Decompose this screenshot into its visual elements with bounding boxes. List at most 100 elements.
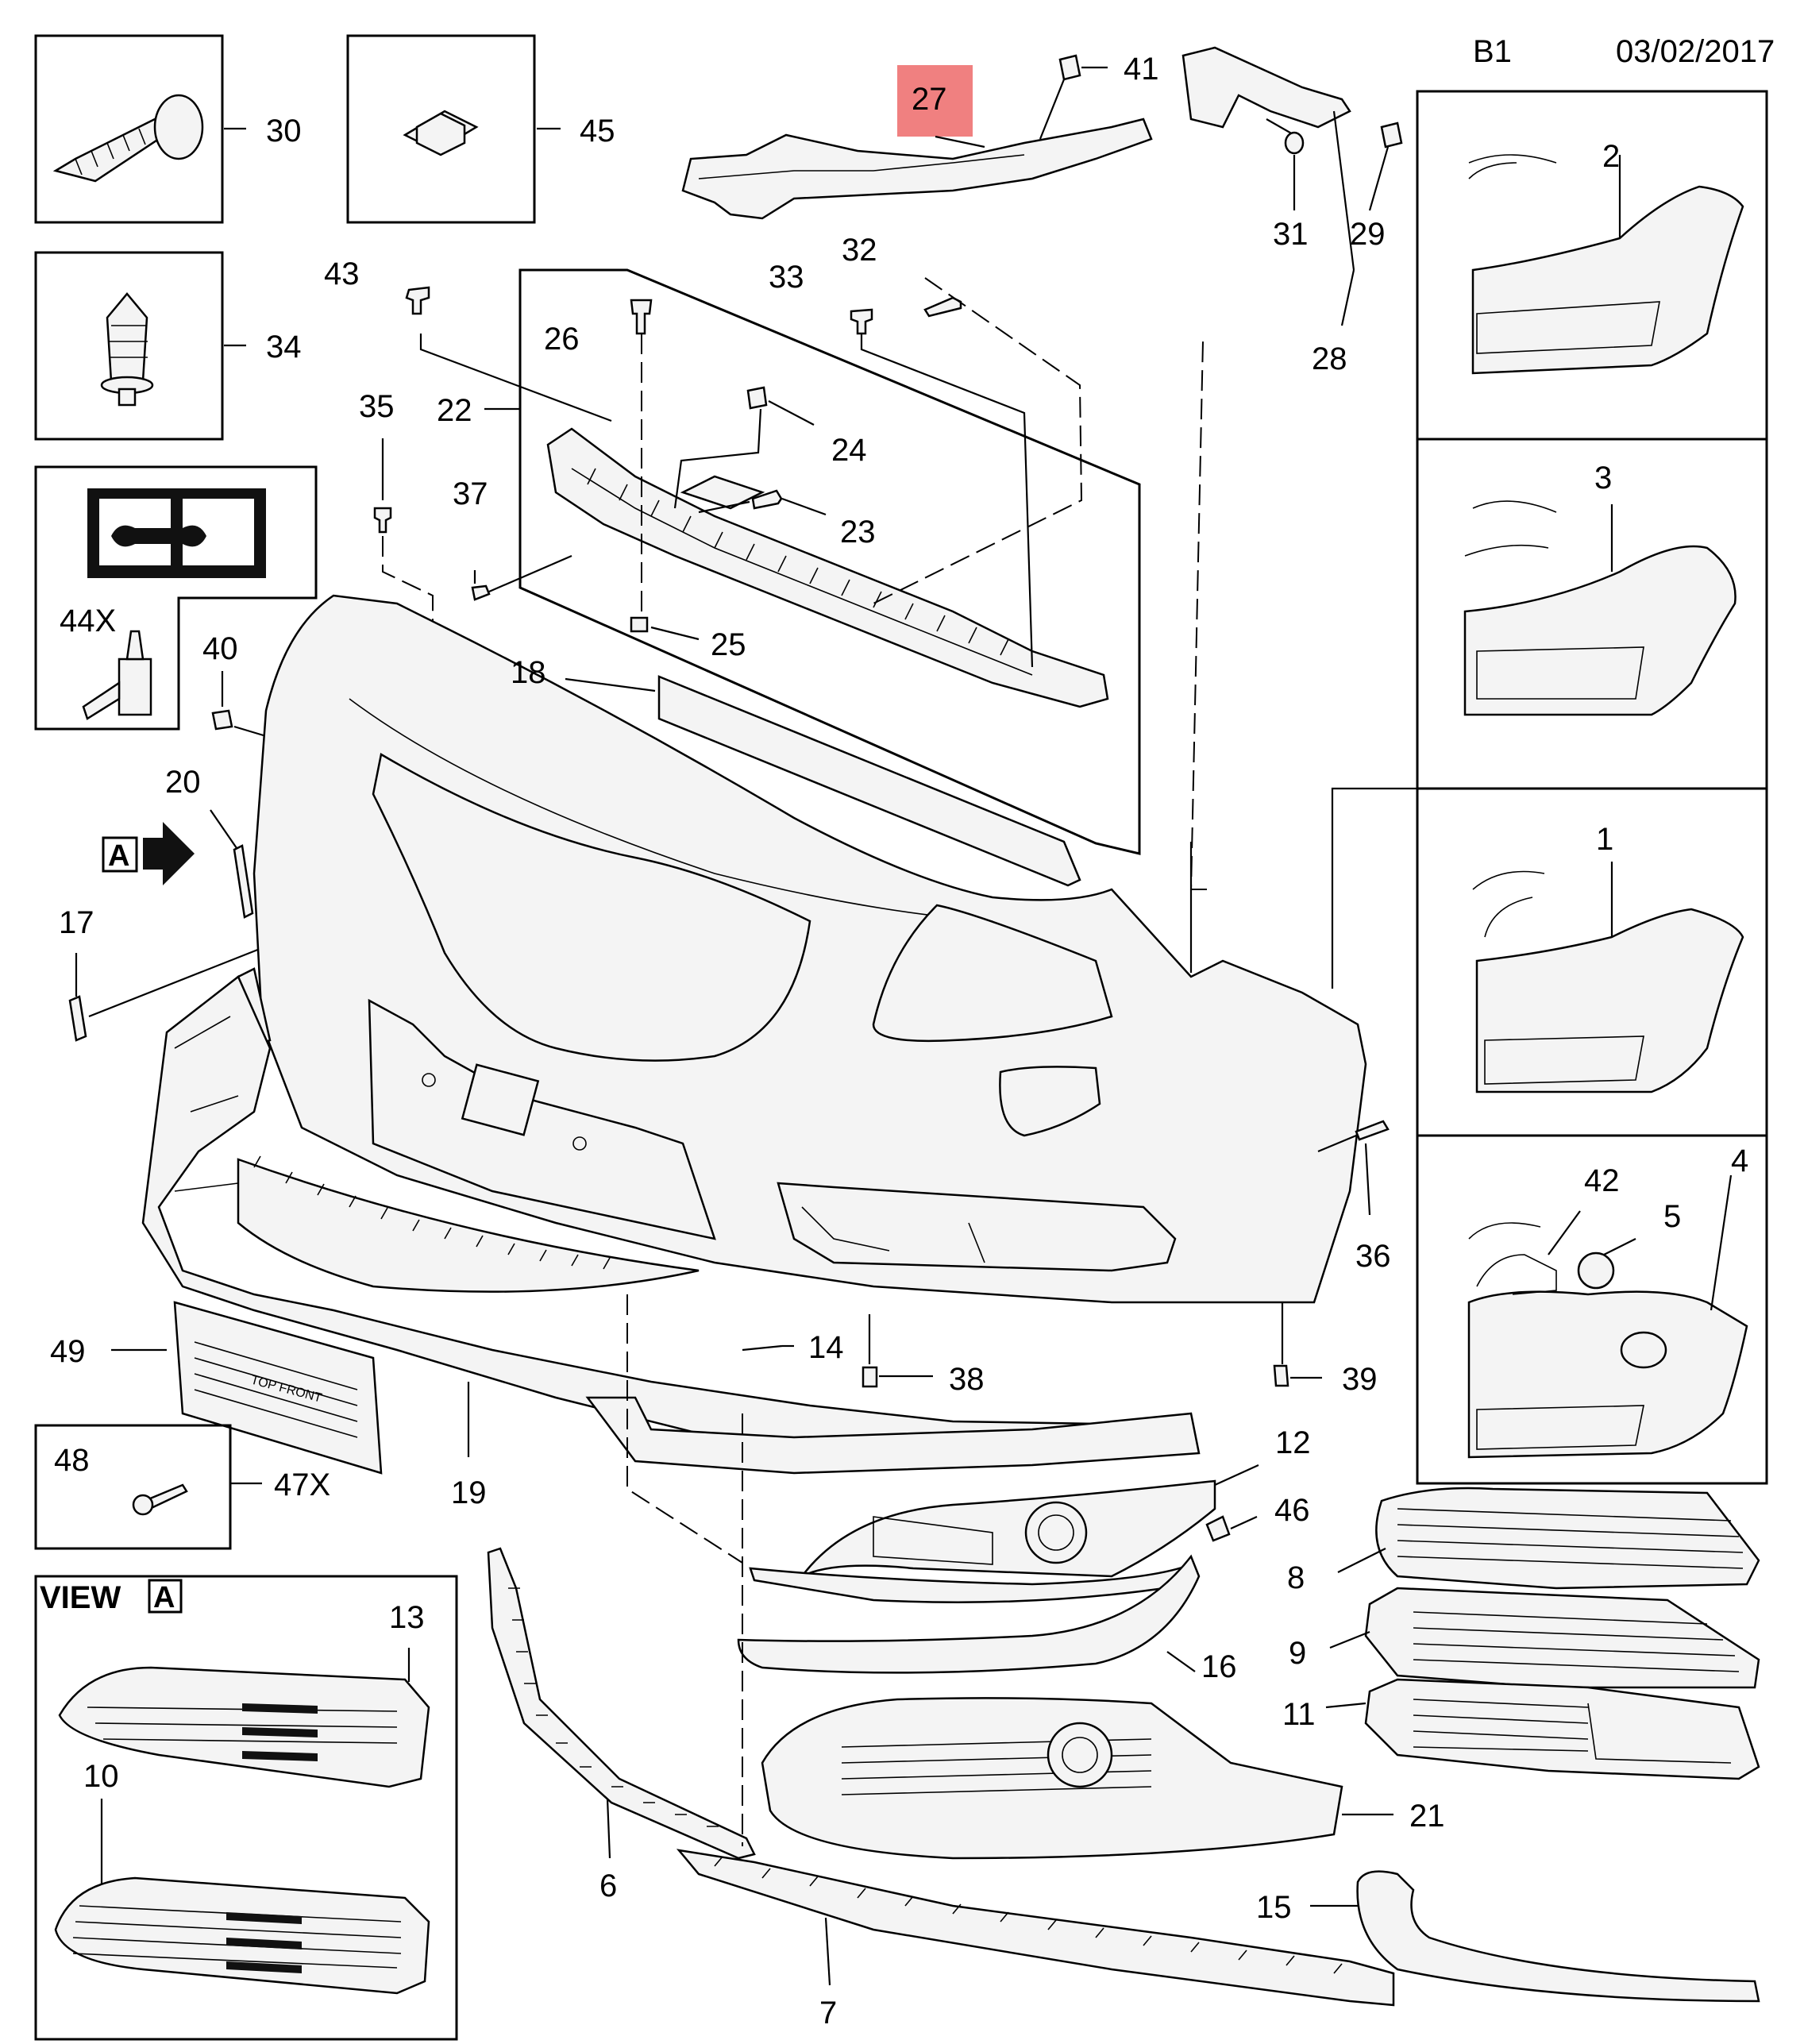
callout-19: 19 xyxy=(451,1475,487,1510)
clip-part-41 xyxy=(1058,54,1081,81)
callout-44X: 44X xyxy=(60,604,116,638)
callout-39: 39 xyxy=(1342,1362,1378,1397)
callout-34: 34 xyxy=(266,330,302,364)
callout-24: 24 xyxy=(831,433,867,468)
trim-strip-part-7 xyxy=(676,1849,1395,2007)
callout-29: 29 xyxy=(1350,217,1386,252)
callout-38: 38 xyxy=(949,1362,985,1397)
callout-22: 22 xyxy=(437,393,472,428)
clip-part-25 xyxy=(630,616,649,633)
variant-box-2 xyxy=(1416,90,1768,441)
clip-part-46 xyxy=(1205,1515,1231,1542)
push-rivet-icon xyxy=(100,292,154,407)
callout-48: 48 xyxy=(54,1443,90,1478)
clip-part-20 xyxy=(233,844,254,919)
callout-30: 30 xyxy=(266,114,302,148)
callout-46: 46 xyxy=(1274,1493,1310,1528)
callout-13: 13 xyxy=(389,1600,425,1635)
screw-part-23 xyxy=(751,489,783,510)
callout-23: 23 xyxy=(840,515,876,550)
callout-42: 42 xyxy=(1584,1163,1620,1198)
callout-20: 20 xyxy=(165,765,201,800)
box-part-45 xyxy=(346,34,561,224)
callout-5: 5 xyxy=(1663,1199,1681,1234)
view-marker-letter: A xyxy=(108,839,129,873)
bumper-fascia-main xyxy=(141,594,1367,1463)
direction-arrow-icon xyxy=(143,822,195,885)
callout-10: 10 xyxy=(83,1759,119,1794)
trim-part-15 xyxy=(1356,1870,1760,2003)
bolt-part-32 xyxy=(923,296,962,318)
variant-box-3 xyxy=(1416,438,1768,790)
grille-part-9 xyxy=(1364,1587,1760,1689)
callout-27-highlighted[interactable]: 27 xyxy=(912,82,947,117)
callout-4: 4 xyxy=(1731,1143,1748,1178)
callout-6: 6 xyxy=(599,1869,617,1903)
callout-40: 40 xyxy=(202,631,238,666)
bumper-carrier-part-22 xyxy=(546,427,1109,708)
adhesive-bottle-icon xyxy=(82,630,152,720)
clip-nut-icon xyxy=(403,110,479,156)
callout-49: 49 xyxy=(50,1334,86,1369)
screw-part-33 xyxy=(850,308,873,335)
variant-box-1 xyxy=(1416,787,1768,1137)
nut-part-40 xyxy=(211,709,233,731)
callout-8: 8 xyxy=(1287,1560,1305,1595)
screw-icon xyxy=(52,94,204,183)
callout-2: 2 xyxy=(1602,139,1620,174)
screw-part-37 xyxy=(471,584,491,601)
screw-part-26 xyxy=(630,299,653,335)
box-part-30 xyxy=(34,34,246,224)
box-part-44X xyxy=(34,465,318,731)
variant-box-4 xyxy=(1416,1134,1768,1485)
callout-17: 17 xyxy=(59,905,94,940)
screw-part-35 xyxy=(373,507,392,534)
clip-part-38 xyxy=(862,1366,878,1388)
fog-housing-part-21 xyxy=(761,1697,1343,1860)
callout-28: 28 xyxy=(1312,341,1347,376)
grille-part-8 xyxy=(1375,1487,1760,1590)
screw-part-43 xyxy=(405,286,430,315)
callout-33: 33 xyxy=(769,260,804,295)
diagram-code: B1 xyxy=(1473,34,1512,69)
clip-part-17 xyxy=(68,995,87,1042)
screw-part-36 xyxy=(1355,1120,1390,1141)
diagram-date: 03/02/2017 xyxy=(1616,34,1775,69)
trim-part-16 xyxy=(737,1554,1201,1674)
view-a-letter: A xyxy=(153,1581,175,1614)
callout-3: 3 xyxy=(1594,461,1612,496)
callout-21: 21 xyxy=(1409,1799,1445,1834)
callout-41: 41 xyxy=(1124,52,1159,87)
grille-part-10 xyxy=(54,1876,430,1995)
highlight-box-27 xyxy=(897,65,973,137)
callout-35: 35 xyxy=(359,389,395,424)
nut-part-31 xyxy=(1284,131,1305,155)
callout-47X: 47X xyxy=(274,1467,330,1502)
manual-wrench-icon xyxy=(87,488,266,578)
grille-part-11 xyxy=(1364,1678,1760,1780)
fog-bezel-part-12 xyxy=(749,1479,1216,1603)
clip-part-24 xyxy=(746,386,768,410)
strip-part-18 xyxy=(657,675,1081,887)
view-a-pointer: A xyxy=(102,822,195,885)
trim-strip-part-6 xyxy=(487,1547,756,1860)
view-a-box: VIEW A 13 10 xyxy=(34,1575,458,2041)
callout-25: 25 xyxy=(711,627,746,662)
license-plate-bracket-part-49: TOP FRONT xyxy=(173,1301,383,1475)
callout-45: 45 xyxy=(580,114,615,148)
bracket-part-27 xyxy=(681,46,1351,220)
grille-part-13 xyxy=(58,1666,430,1788)
clip-part-39 xyxy=(1273,1364,1289,1387)
callout-36: 36 xyxy=(1355,1239,1391,1274)
callout-box-22 xyxy=(518,268,1141,855)
callout-18: 18 xyxy=(511,655,546,690)
box-part-48 xyxy=(34,1424,262,1550)
callout-11: 11 xyxy=(1282,1697,1316,1732)
lower-lip-part-19 xyxy=(585,1396,1201,1475)
callout-9: 9 xyxy=(1289,1636,1306,1671)
callout-1: 1 xyxy=(1596,822,1613,857)
callout-37: 37 xyxy=(453,476,488,511)
view-a-title: VIEW xyxy=(40,1580,121,1615)
box-part-34 xyxy=(34,251,246,441)
